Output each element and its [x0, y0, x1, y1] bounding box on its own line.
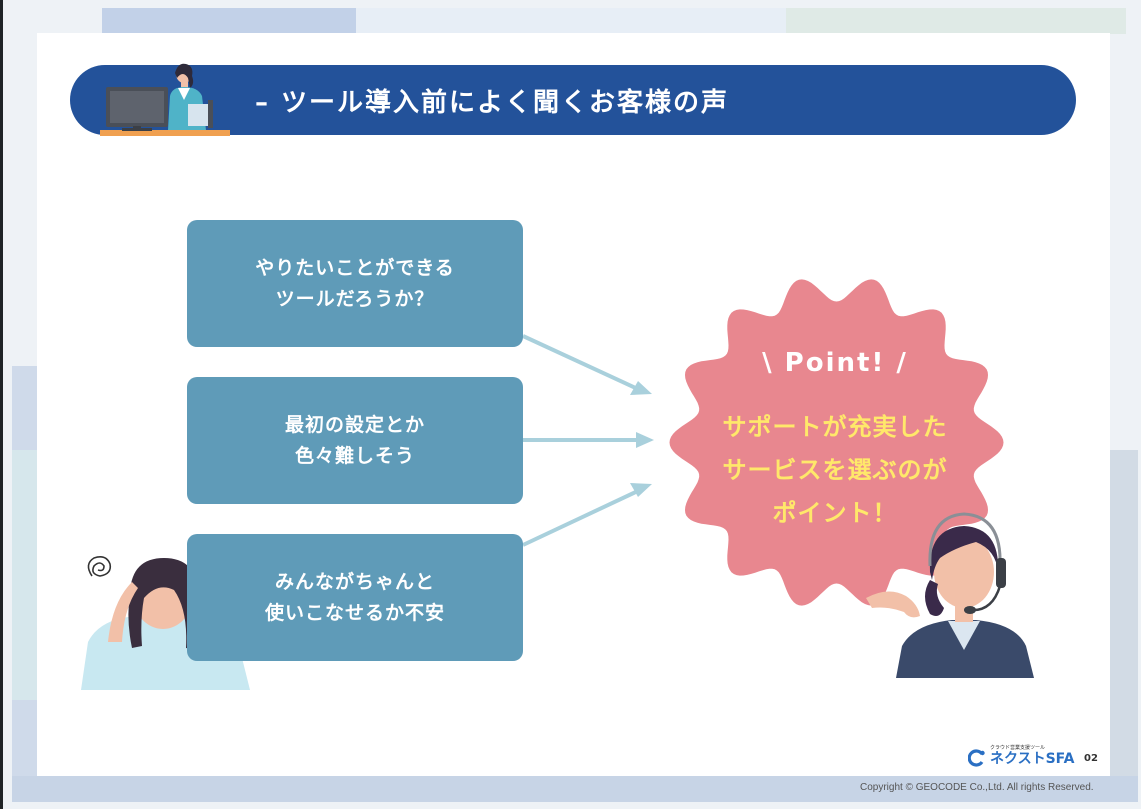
point-label: \ Point! / — [762, 348, 908, 378]
page-title: – ツール導入前によく聞くお客様の声 — [255, 88, 730, 118]
product-logo: クラウド営業支援ツール ネクストSFA — [968, 745, 1074, 767]
point-bubble — [669, 279, 1004, 606]
page-number: 02 — [1084, 753, 1098, 764]
arrow-head-1 — [630, 381, 652, 395]
question-text: 使いこなせるか不安 — [264, 601, 445, 624]
logo-tagline: クラウド営業支援ツール — [990, 745, 1046, 751]
point-message-line: サポートが充実した — [722, 413, 948, 441]
header-bar — [70, 65, 1076, 135]
question-text: 色々難しそう — [294, 444, 415, 467]
question-box: みんながちゃんと 使いこなせるか不安 — [187, 534, 523, 661]
background-panel — [356, 8, 786, 34]
background-panel — [1108, 450, 1138, 780]
arrow-head-3 — [630, 483, 652, 497]
question-text: やりたいことができる — [255, 256, 455, 279]
copyright: Copyright © GEOCODE Co.,Ltd. All rights … — [860, 782, 1094, 793]
window-edge — [0, 0, 3, 809]
question-box: やりたいことができる ツールだろうか？ — [187, 220, 523, 347]
point-message: サポートが充実した サービスを選ぶのが ポイント！ — [690, 406, 980, 535]
point-message-line: サービスを選ぶのが — [722, 456, 948, 484]
question-text: みんながちゃんと — [274, 570, 435, 593]
logo-icon — [968, 749, 985, 767]
background-panel — [102, 8, 356, 34]
logo-name: ネクストSFA — [990, 751, 1075, 767]
background-panel — [12, 450, 38, 700]
support-operator-illustration — [866, 512, 1034, 678]
point-message-line: ポイント！ — [772, 499, 898, 527]
office-worker-illustration — [100, 63, 230, 136]
arrow-1 — [522, 334, 641, 392]
question-box: 最初の設定とか 色々難しそう — [187, 377, 523, 504]
question-text: 最初の設定とか — [284, 413, 425, 436]
background-panel — [12, 776, 1138, 802]
arrow-head-2 — [636, 432, 654, 448]
question-text: ツールだろうか？ — [275, 287, 435, 310]
background-panel — [786, 8, 1126, 34]
arrow-3 — [522, 488, 641, 547]
